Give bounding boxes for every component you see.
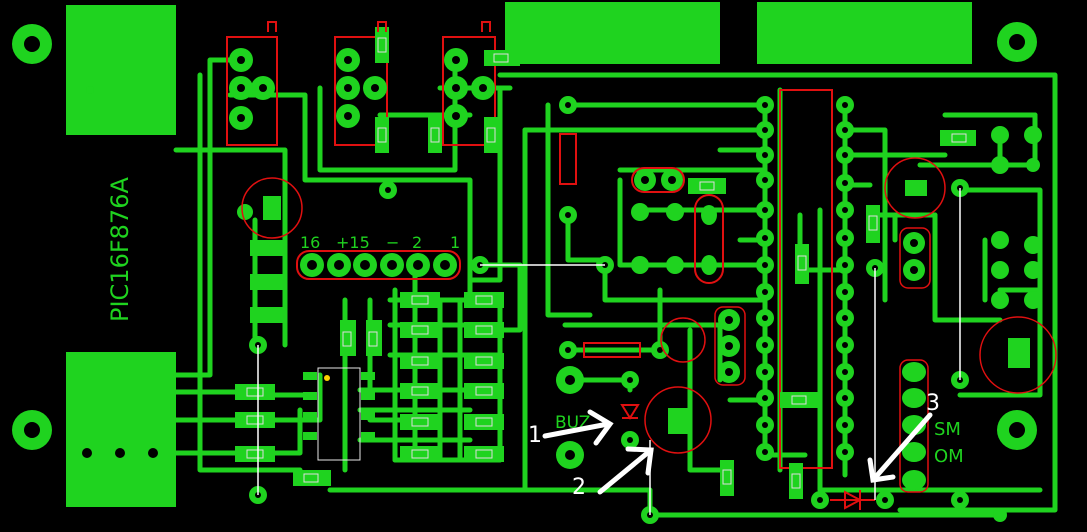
svg-text:16: 16 — [300, 233, 320, 252]
via-pads — [237, 96, 1042, 524]
small-ic — [303, 367, 375, 461]
ic-label: PIC16F876A — [106, 177, 134, 322]
mounting-hole-top-right — [997, 22, 1037, 62]
crystal-pads — [701, 205, 717, 275]
round-component-outlines — [241, 157, 1057, 454]
relay-left — [226, 36, 278, 146]
svg-text:3: 3 — [926, 391, 940, 416]
crystal-outline — [631, 167, 724, 284]
top-right-copper-pad — [757, 2, 972, 64]
svg-text:OM: OM — [934, 446, 964, 467]
svg-text:+15: +15 — [336, 233, 370, 252]
resistor-outlines — [559, 133, 641, 358]
callout-labels: 1 2 3 — [528, 391, 940, 500]
diode-3 — [830, 490, 875, 510]
mounting-hole-bottom-left — [12, 410, 52, 450]
side-labels: SM OM — [934, 419, 964, 467]
buzzer-pads — [556, 366, 584, 469]
svg-text:2: 2 — [412, 233, 422, 252]
callout-arrows — [542, 409, 933, 495]
header-labels: 16 +15 − 2 1 — [300, 233, 460, 252]
transistor-pads — [714, 227, 931, 386]
smd-components — [235, 27, 976, 499]
relay-right — [442, 36, 496, 146]
relay-middle — [334, 36, 388, 146]
connector-markers — [267, 21, 491, 32]
polarized-caps — [263, 180, 1030, 434]
mounting-hole-bottom-right — [997, 410, 1037, 450]
top-left-copper-pad — [66, 5, 176, 135]
top-center-copper-pad — [505, 2, 720, 64]
svg-text:1: 1 — [450, 233, 460, 252]
mounting-hole-top-left — [12, 24, 52, 64]
pic-ic-socket — [756, 89, 854, 469]
svg-text:−: − — [386, 233, 399, 252]
diode-1 — [620, 404, 640, 420]
header-pads — [296, 250, 461, 280]
bottom-left-copper-pad — [66, 352, 176, 507]
svg-text:SM: SM — [934, 419, 961, 440]
svg-text:1: 1 — [528, 423, 542, 448]
svg-text:2: 2 — [572, 475, 586, 500]
side-connector-pads — [899, 359, 929, 493]
